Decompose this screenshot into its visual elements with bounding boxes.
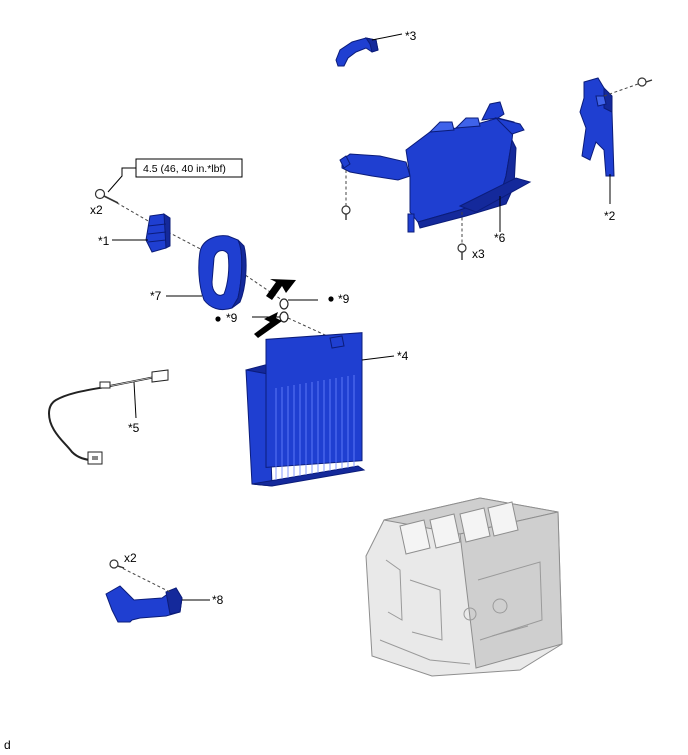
part-3-clip [335, 37, 379, 67]
leader-5 [133, 381, 137, 419]
part-2-bracket [579, 77, 615, 177]
callout-8: *8 [212, 593, 224, 607]
part-6-duct [339, 101, 532, 233]
leader-4 [361, 355, 395, 361]
o-ring-lower [279, 311, 289, 323]
part-4-evaporator [245, 332, 366, 487]
callout-9a: *9 [338, 292, 350, 306]
part-7-packing [198, 235, 247, 311]
leader-3 [371, 33, 403, 41]
screw-duct-left [341, 170, 351, 220]
corner-mark: d [4, 738, 11, 752]
qty-bolt-left: x2 [90, 203, 103, 217]
screw-duct-center [457, 212, 467, 260]
callout-3: *3 [405, 29, 417, 43]
callout-1: *1 [98, 234, 110, 248]
assembly-axis-line [111, 199, 337, 341]
part-8-duct-piece [105, 559, 183, 623]
callout-2: *2 [604, 209, 616, 223]
qty-screws-center: x3 [472, 247, 485, 261]
housing-unit [365, 497, 563, 677]
qty-screws-bottom: x2 [124, 551, 137, 565]
callout-4: *4 [397, 349, 409, 363]
part-1-expansion-valve [145, 213, 171, 253]
dot-marker-9b [215, 316, 221, 322]
callout-6: *6 [494, 231, 506, 245]
arrow-icon [254, 279, 296, 338]
screw-top-right [603, 77, 653, 97]
torque-spec-text: 4.5 (46, 40 in.*lbf) [143, 163, 226, 175]
callout-5: *5 [128, 421, 140, 435]
callout-9b: *9 [226, 311, 238, 325]
o-ring-upper [279, 298, 289, 310]
torque-spec-box [135, 158, 243, 178]
dot-marker-9a [328, 296, 334, 302]
leader-torque [107, 167, 136, 193]
bolt-torque [94, 188, 119, 204]
callout-7: *7 [150, 289, 162, 303]
part-5-thermistor [48, 369, 169, 465]
